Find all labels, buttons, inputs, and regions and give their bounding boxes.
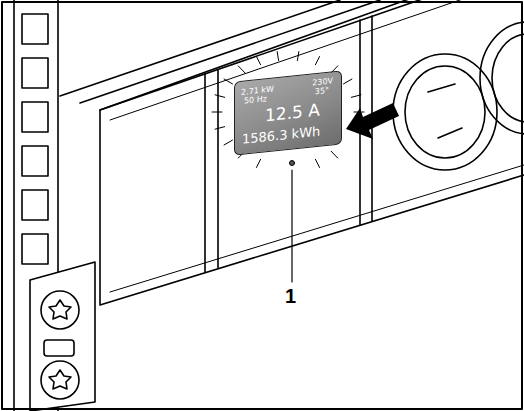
flash-ray: [315, 159, 319, 167]
screw: [41, 291, 79, 329]
flash-ray: [215, 127, 225, 130]
bracket-slot: [44, 340, 74, 356]
flash-ray: [315, 57, 319, 65]
flash-rays: [212, 52, 364, 168]
rail-holes: [22, 14, 48, 264]
pdu-front-face: [100, 0, 524, 305]
rail-hole: [22, 190, 48, 220]
mounting-bracket: [30, 262, 95, 411]
flash-ray: [331, 151, 338, 158]
rail-hole: [22, 102, 48, 132]
rail-hole: [22, 58, 48, 88]
leader-line: [291, 170, 292, 282]
display-reading: 230V: [312, 77, 333, 87]
screw: [41, 361, 79, 399]
flash-ray: [224, 140, 232, 145]
flash-ray: [351, 95, 361, 98]
button-hole: [290, 161, 295, 166]
rail-hole: [22, 146, 48, 176]
display-reading: 50 Hz: [244, 95, 267, 105]
torx-head: [49, 370, 71, 389]
rail-hole: [22, 14, 48, 44]
flash-ray: [224, 79, 232, 84]
flash-ray: [215, 95, 225, 98]
flash-ray: [238, 66, 245, 73]
callout-number: 1: [285, 286, 296, 306]
flash-ray: [212, 112, 222, 113]
face-inner-edge: [110, 0, 524, 292]
display-reading: 35°: [315, 87, 329, 96]
socket: [393, 22, 524, 170]
pointer-arrow: [346, 103, 399, 139]
flash-ray: [344, 79, 352, 84]
rail-hole: [22, 234, 48, 264]
lcd-display: 2.71 kW50 Hz230V35°12.5 A1586.3 kWh: [234, 70, 342, 155]
display-reading: 12.5 A: [265, 102, 320, 125]
panel-divider: [205, 16, 372, 272]
flash-ray: [277, 52, 278, 61]
flash-ray: [256, 159, 260, 167]
flash-ray: [297, 52, 298, 61]
torx-head: [49, 300, 71, 319]
display-reading: 1586.3 kWh: [242, 125, 320, 146]
flash-ray: [256, 57, 260, 65]
